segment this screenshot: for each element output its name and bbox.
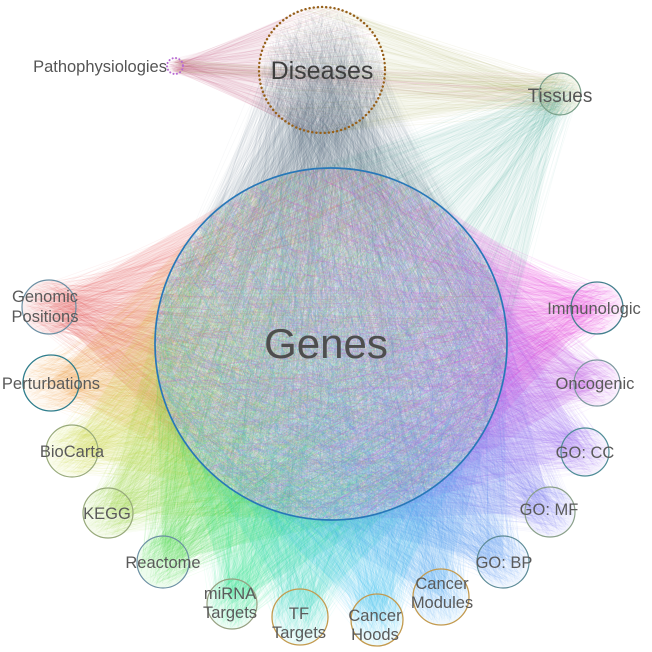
- node-label-genes: Genes: [264, 320, 388, 367]
- beam-oncogenic-genes: [155, 168, 597, 520]
- beam-diseases-genes: [155, 70, 507, 520]
- beam-tissues-diseases: [259, 7, 560, 133]
- node-genomic_positions[interactable]: [21, 279, 77, 335]
- node-label-biocarta: BioCarta: [40, 443, 105, 461]
- edge-fan-biocarta-genes: [48, 167, 508, 520]
- beam-washes: [49, 7, 597, 620]
- node-label-go_cc: GO: CC: [556, 444, 615, 462]
- beam-pathophysiologies-diseases: [175, 7, 385, 133]
- node-immunologic[interactable]: [570, 281, 624, 335]
- node-fills: [22, 73, 623, 646]
- node-mirna_targets[interactable]: [206, 578, 258, 630]
- node-label-reactome: Reactome: [125, 554, 200, 572]
- node-fill-cancer_hoods: [351, 594, 403, 646]
- node-label-pathophysiologies: Pathophysiologies: [33, 58, 167, 76]
- edge-fans: [23, 6, 622, 645]
- node-fill-kegg: [83, 488, 133, 538]
- edge-fan-mirna_targets-genes: [154, 167, 508, 628]
- node-tissues[interactable]: [538, 72, 582, 116]
- node-fill-oncogenic: [574, 360, 620, 406]
- node-fill-perturbations: [23, 355, 79, 411]
- beam-genomic_positions-genes: [49, 168, 507, 520]
- edge-fan-go_mf-genes: [154, 167, 574, 536]
- beam-go_mf-genes: [155, 168, 550, 520]
- node-biocarta[interactable]: [45, 424, 99, 478]
- node-label-go_bp: GO: BP: [476, 554, 533, 572]
- node-label-oncogenic: Oncogenic: [556, 375, 635, 393]
- node-oncogenic[interactable]: [573, 359, 621, 407]
- node-cancer_modules[interactable]: [412, 568, 470, 626]
- beam-tf_targets-genes: [155, 168, 507, 617]
- node-label-go_mf: GO: MF: [520, 501, 579, 519]
- edge-fan-kegg-genes: [84, 167, 508, 536]
- beam-perturbations-genes: [51, 168, 507, 520]
- node-fill-immunologic: [571, 282, 623, 334]
- node-labels: Genes Diseases PathophysiologiesTissuesGen…: [2, 57, 641, 644]
- beam-reactome-genes: [155, 168, 507, 562]
- beam-cancer_hoods-genes: [155, 168, 507, 620]
- node-fill-go_bp: [477, 536, 529, 588]
- beam-kegg-genes: [108, 168, 507, 520]
- node-label-immunologic: Immunologic: [547, 300, 641, 318]
- beam-go_bp-genes: [155, 168, 507, 562]
- node-fill-tissues: [539, 73, 581, 115]
- edge-fan-immunologic-genes: [154, 167, 622, 521]
- edge-fan-diseases-genes: [154, 10, 508, 521]
- node-fill-biocarta: [46, 425, 98, 477]
- node-fill-genomic_positions: [22, 280, 76, 334]
- node-fill-tf_targets: [272, 589, 328, 645]
- edge-fan-tf_targets-genes: [154, 167, 508, 643]
- node-label-tissues: Tissues: [528, 86, 593, 107]
- edge-fan-tissues-genes: [154, 73, 580, 521]
- edge-fan-reactome-genes: [138, 167, 508, 587]
- node-fill-genes: [155, 168, 507, 520]
- edge-fan-genomic_positions-genes: [23, 167, 508, 521]
- node-fill-mirna_targets: [207, 579, 257, 629]
- node-go_mf[interactable]: [524, 486, 576, 538]
- edge-fan-cancer_hoods-genes: [154, 168, 508, 645]
- edge-fan-cancer_modules-genes: [154, 167, 507, 624]
- node-fill-go_cc: [561, 428, 609, 476]
- node-label-kegg: KEGG: [83, 505, 131, 523]
- beam-tissues-genes: [155, 94, 560, 520]
- node-go_bp[interactable]: [476, 535, 530, 589]
- edge-fan-tissues-diseases: [258, 6, 580, 134]
- node-go_cc[interactable]: [560, 427, 610, 477]
- node-perturbations[interactable]: [22, 354, 80, 412]
- node-circles: [21, 5, 624, 647]
- node-fill-cancer_modules: [413, 569, 469, 625]
- edge-fan-pathophysiologies-tissues: [168, 59, 581, 115]
- edge-fan-oncogenic-genes: [154, 167, 619, 521]
- edge-fan-go_cc-genes: [154, 167, 607, 520]
- node-diseases[interactable]: [257, 5, 387, 135]
- edge-fan-go_bp-genes: [154, 167, 528, 587]
- node-fill-go_mf: [525, 487, 575, 537]
- node-label-perturbations: Perturbations: [2, 375, 100, 393]
- node-cancer_hoods[interactable]: [350, 593, 404, 647]
- edge-fan-pathophysiologies-diseases: [167, 6, 386, 134]
- node-pathophysiologies[interactable]: [166, 57, 184, 75]
- node-reactome[interactable]: [136, 535, 190, 589]
- node-label-diseases: Diseases: [271, 57, 374, 85]
- node-kegg[interactable]: [82, 487, 134, 539]
- node-fill-reactome: [137, 536, 189, 588]
- node-genes[interactable]: [154, 167, 508, 521]
- beam-immunologic-genes: [155, 168, 597, 520]
- node-tf_targets[interactable]: [271, 588, 329, 646]
- edge-fan-perturbations-genes: [25, 167, 507, 521]
